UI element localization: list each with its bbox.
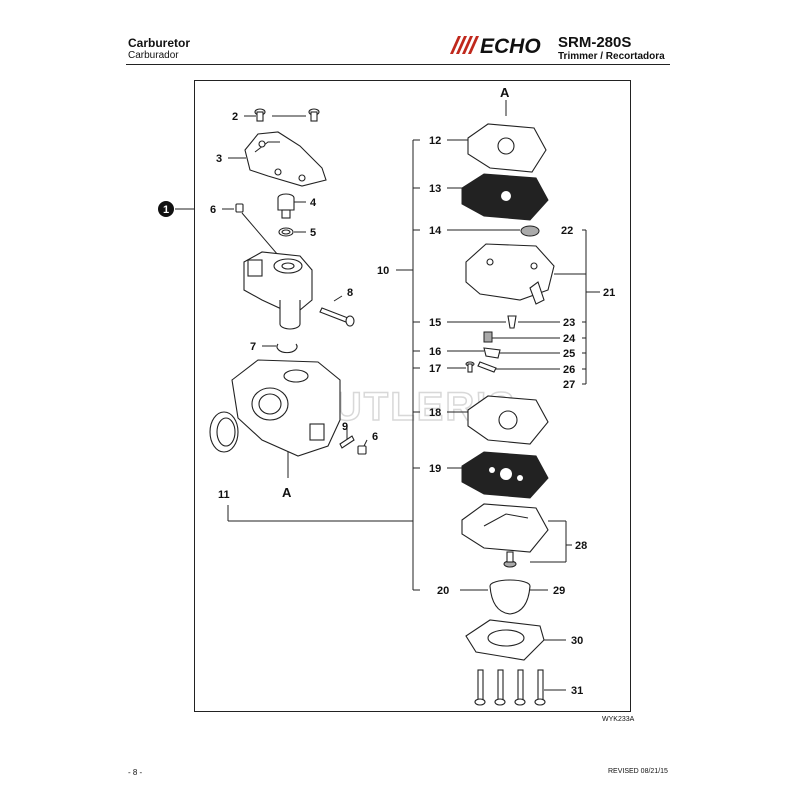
diagram-frame: [194, 80, 631, 712]
part-valve-4: [277, 193, 295, 219]
bracket-lines: [227, 139, 600, 591]
part-screws-31: [474, 669, 546, 706]
part-filter-22: [520, 225, 540, 237]
callout-19: 19: [429, 463, 441, 475]
part-screw-2a: [254, 108, 266, 122]
page-title: Carburetor: [128, 36, 191, 50]
callout-17: 17: [429, 363, 441, 375]
revision-date: REVISED 08/21/15: [608, 768, 668, 775]
part-diaphragm-13: [461, 173, 549, 221]
callout-4: 4: [310, 197, 317, 209]
callout-8: 8: [347, 287, 353, 299]
callout-22: 22: [561, 225, 573, 237]
part-lever-25: [483, 347, 501, 359]
callout-14: 14: [429, 225, 442, 237]
connection-label-top: A: [500, 85, 510, 100]
part-screw-8: [319, 307, 355, 327]
part-pin-26: [477, 361, 497, 373]
part-throttle-body: [243, 251, 313, 330]
callout-26: 26: [563, 364, 575, 376]
assembly-marker-label: 1: [163, 204, 169, 216]
part-cap-6b: [357, 445, 367, 455]
figure-code: WYK233A: [602, 716, 635, 723]
model-subtitle: Trimmer / Recortadora: [558, 51, 665, 62]
callout-13: 13: [429, 183, 441, 195]
callout-29: 29: [553, 585, 565, 597]
part-pump-body-28: [461, 503, 549, 553]
page-header-right: SRM-280S Trimmer / Recortadora: [558, 34, 665, 63]
part-spring-24: [483, 331, 493, 343]
part-cover-21: [465, 243, 555, 305]
callout-31: 31: [571, 685, 583, 697]
connection-label-bottom: A: [282, 485, 292, 500]
part-bracket-3: [244, 131, 327, 187]
callout-30: 30: [571, 635, 583, 647]
callout-11: 11: [218, 489, 230, 501]
part-cover-30: [465, 619, 545, 661]
part-gasket-12: [467, 123, 547, 173]
callout-24: 24: [563, 333, 576, 345]
part-oring-5: [278, 227, 294, 237]
callout-18: 18: [429, 407, 441, 419]
part-gasket-11: [209, 411, 239, 453]
header-rule: [126, 64, 670, 65]
callout-12: 12: [429, 135, 441, 147]
callout-5: 5: [310, 227, 316, 239]
echo-logo: ECHO: [450, 35, 541, 56]
page-header-left: Carburetor Carburador: [128, 36, 190, 62]
callout-3: 3: [216, 153, 222, 165]
part-screw-9: [339, 435, 355, 449]
part-screw-17: [465, 361, 475, 373]
part-needle-23: [507, 315, 517, 329]
page-subtitle: Carburador: [128, 50, 179, 61]
callout-28: 28: [575, 540, 587, 552]
callout-16: 16: [429, 346, 441, 358]
part-cap-6a: [235, 203, 244, 213]
leader-lines: [222, 100, 566, 691]
callout-23: 23: [563, 317, 575, 329]
model-number: SRM-280S: [558, 34, 632, 51]
callout-15: 15: [429, 317, 441, 329]
callout-20: 20: [437, 585, 449, 597]
callout-27: 27: [563, 379, 575, 391]
part-primer-bulb-29: [489, 579, 531, 615]
part-carburetor-body: [231, 359, 341, 457]
assembly-marker-circle: [158, 201, 174, 217]
callout-9: 9: [342, 421, 348, 433]
part-screw-2b: [308, 108, 320, 122]
callout-21: 21: [603, 287, 615, 299]
callout-7: 7: [250, 341, 256, 353]
callout-6a: 6: [210, 204, 216, 216]
part-gasket-18: [467, 395, 549, 445]
callout-25: 25: [563, 348, 575, 360]
part-clip-7: [276, 343, 298, 354]
part-diaphragm-19: [461, 451, 549, 499]
callout-2: 2: [232, 111, 238, 123]
part-valve-20: [503, 551, 517, 568]
brand-name: ECHO: [480, 35, 541, 56]
page-number: - 8 -: [128, 768, 143, 777]
callout-10: 10: [377, 265, 389, 277]
callout-6b: 6: [372, 431, 378, 443]
